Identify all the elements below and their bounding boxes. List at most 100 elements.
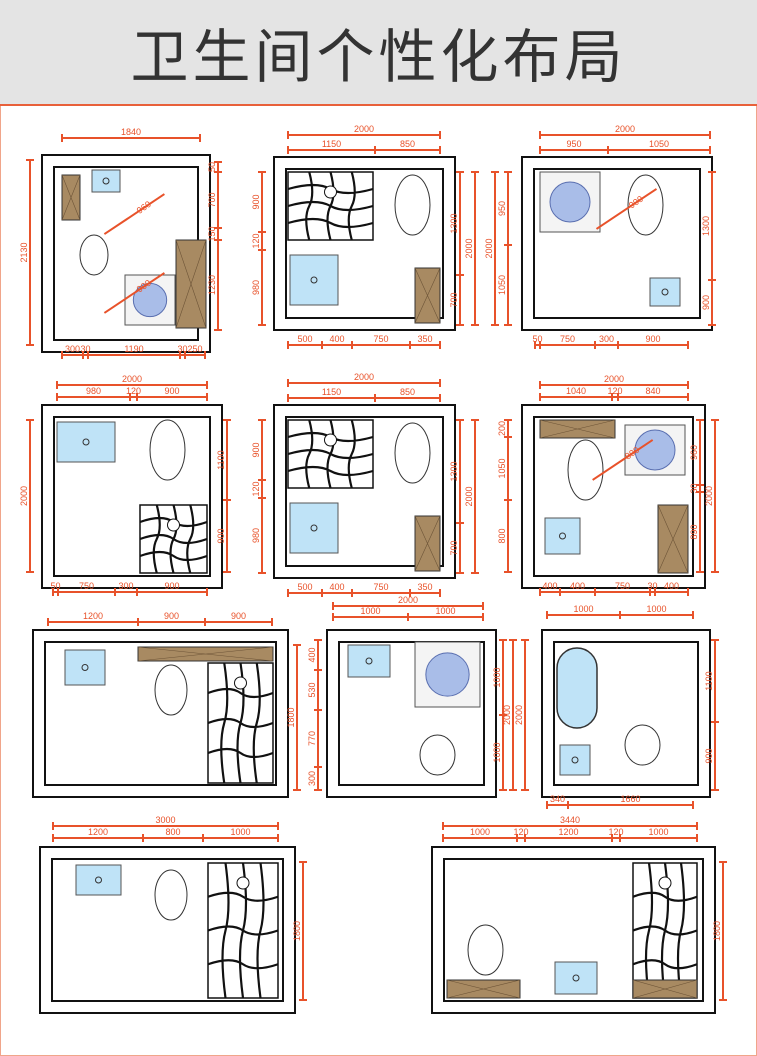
dimension-line (521, 639, 529, 791)
dimension-label: 800 (165, 827, 180, 837)
dimension-line (136, 588, 208, 596)
dimension-label: 30 (647, 581, 657, 591)
dimension-line (56, 381, 208, 389)
dimension-label: 980 (251, 528, 261, 543)
dimension-label: 1660 (620, 794, 640, 804)
dimension-line (708, 279, 716, 326)
dimension-label: 900 (164, 611, 179, 621)
dimension-label: 1800 (286, 707, 296, 727)
dimension-label: 750 (373, 334, 388, 344)
dimension-label: 120 (251, 233, 261, 248)
basin-icon (64, 649, 106, 686)
cabinet-cross (539, 419, 616, 439)
dimension-label: 1000 (492, 742, 502, 762)
dimension-label: 2000 (484, 238, 494, 258)
dimension-label: 1200 (88, 827, 108, 837)
drain-icon (102, 177, 110, 185)
dimension-label: 700 (449, 540, 459, 555)
dimension-label: 900 (251, 442, 261, 457)
dimension-label: 400 (542, 581, 557, 591)
stone-pattern (632, 862, 698, 999)
person-shower-icon (425, 652, 470, 697)
dimension-label: 1000 (470, 827, 490, 837)
dimension-line (654, 588, 689, 596)
dimension-label: 1000 (492, 667, 502, 687)
basin-icon (559, 744, 591, 776)
dimension-label: 840 (645, 386, 660, 396)
dimension-label: 1800 (712, 921, 722, 941)
drain-icon (81, 664, 89, 671)
dimension-line (287, 379, 441, 387)
dimension-label: 900 (216, 528, 226, 543)
shower-drain-icon (234, 676, 247, 690)
dimension-label: 120 (513, 827, 528, 837)
dimension-line (504, 244, 512, 326)
cabinet-cross (657, 504, 689, 574)
dimension-line (504, 499, 512, 573)
dimension-line (374, 146, 441, 154)
dimension-line (52, 822, 279, 830)
toilet-icon (79, 234, 109, 276)
dimension-label: 1050 (497, 275, 507, 295)
shower-drain-icon (658, 876, 672, 890)
toilet-icon (419, 734, 456, 776)
dimension-line (332, 602, 484, 610)
basin-icon (347, 644, 391, 678)
dimension-line (214, 239, 222, 331)
basin-icon (56, 421, 116, 463)
dimension-label: 980 (251, 280, 261, 295)
dimension-label: 900 (231, 611, 246, 621)
diagonal-dimension (103, 272, 165, 314)
drain-icon (571, 756, 579, 764)
dimension-label: 980 (86, 386, 101, 396)
dimension-label: 1300 (449, 213, 459, 233)
cabinet-cross (446, 979, 521, 999)
shower-drain-icon (167, 518, 180, 532)
dimension-label: 900 (164, 581, 179, 591)
diagonal-dimension (592, 439, 654, 481)
dimension-line (567, 801, 694, 809)
dimension-line (442, 822, 698, 830)
dimension-line (499, 714, 507, 791)
dimension-label: 2000 (502, 705, 512, 725)
dimension-label: 1150 (322, 139, 341, 149)
dimension-label: 2000 (122, 374, 142, 384)
dimension-label: 900 (251, 194, 261, 209)
dimension-label: 500 (297, 334, 312, 344)
dimension-label: 750 (373, 582, 388, 592)
dimension-label: 50 (207, 162, 217, 172)
dimension-label: 1000 (230, 827, 250, 837)
dimension-label: 1040 (566, 386, 586, 396)
diagonal-dimension (103, 193, 165, 235)
toilet-icon (394, 174, 431, 236)
basin-icon (289, 254, 339, 306)
dimension-label: 120 (608, 827, 623, 837)
dimension-label: 30 (80, 344, 90, 354)
dimension-line (719, 861, 727, 1001)
dimension-label: 1100 (216, 450, 226, 469)
dimension-label: 890 (689, 524, 699, 539)
dimension-label: 300 (599, 334, 614, 344)
toilet-icon (394, 422, 431, 484)
dimension-label: 960 (689, 445, 699, 460)
dimension-label: 120 (251, 481, 261, 496)
dimension-line (287, 131, 441, 139)
cabinet-cross (61, 174, 81, 221)
dimension-line (471, 419, 479, 574)
dimension-line (617, 341, 689, 349)
dimension-line (696, 491, 704, 573)
dimension-label: 1100 (704, 671, 714, 690)
dimension-label: 900 (701, 295, 711, 310)
dimension-line (374, 394, 441, 402)
dimension-label: 1300 (701, 216, 711, 236)
drain-icon (310, 276, 318, 284)
dimension-line (26, 159, 34, 346)
